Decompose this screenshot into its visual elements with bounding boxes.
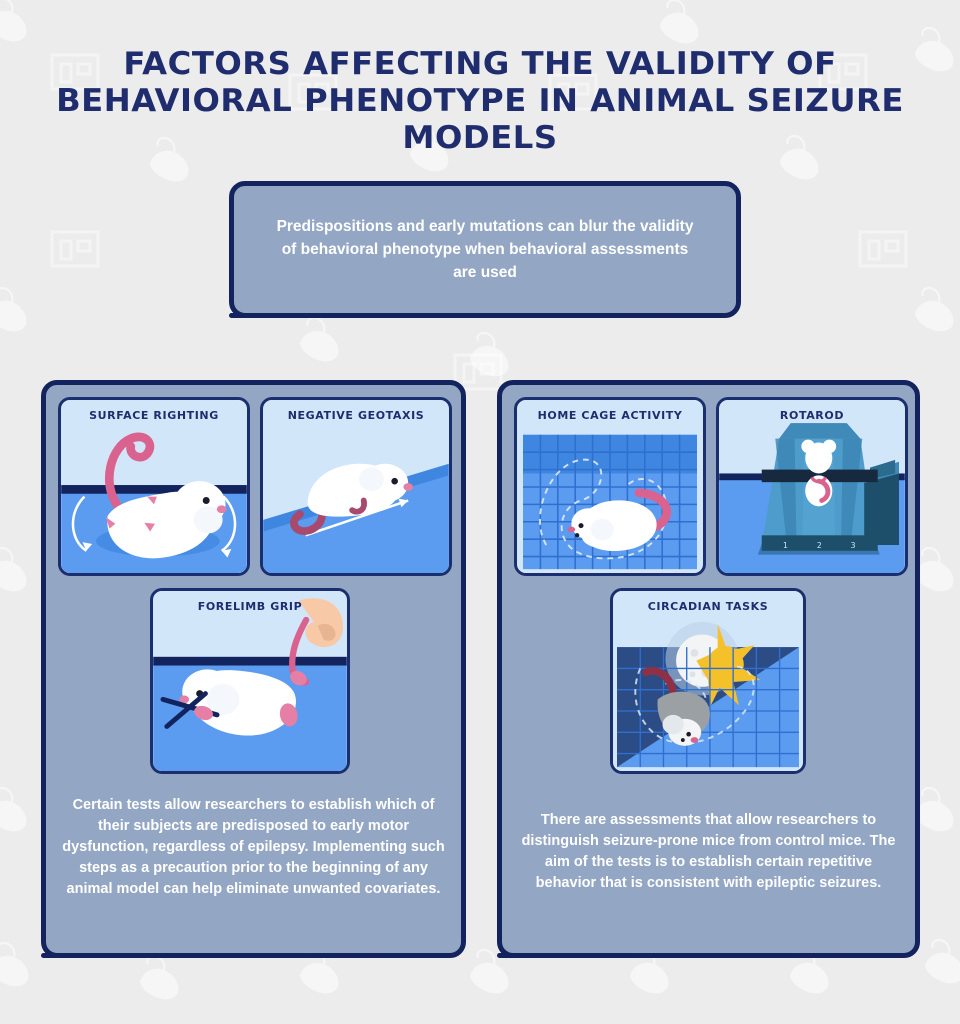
panel-seizure-tests: Home Cage Activity [497,380,920,958]
card-title-negative-geotaxis: Negative Geotaxis [287,409,425,422]
intro-dash-1 [229,313,609,318]
card-title-rotarod: Rotarod [779,409,845,422]
panel-seizure-tests-body: There are assessments that allow researc… [521,812,896,891]
card-title-circadian-tasks: Circadian Tasks [647,600,769,613]
card-title-home-cage-activity: Home Cage Activity [537,409,683,422]
card-circadian-tasks[interactable]: Circadian Tasks [610,588,806,774]
panel-right-dash-1 [497,953,785,958]
rotarod-lane-3: 3 [851,541,856,550]
card-title-surface-righting: Surface Righting [89,409,219,422]
circadian-tasks-illustration [613,591,803,771]
panel-left-dash-3 [378,953,432,958]
rotarod-illustration: 1 2 3 [719,400,905,573]
intro-dash-2 [626,313,648,318]
intro-callout-text: Predispositions and early mutations can … [276,218,694,281]
intro-callout: Predispositions and early mutations can … [229,181,741,318]
rotarod-lane-1: 1 [783,541,788,550]
negative-geotaxis-illustration [263,400,449,573]
page-title-line-2: Behavioral Phenotype in Animal Seizure M… [56,83,904,156]
panel-motor-tests-body: Certain tests allow researchers to estab… [62,797,445,897]
panel-left-dash-1 [41,953,331,958]
rotarod-lane-2: 2 [817,541,822,550]
page-title-line-1: Factors Affecting the Validity of [123,46,837,82]
panel-left-dash-2 [346,953,366,958]
intro-dash-3 [662,313,722,318]
home-cage-activity-illustration [517,400,703,573]
panel-right-dash-2 [800,953,820,958]
forelimb-grip-illustration [153,591,347,771]
card-surface-righting[interactable]: Surface Righting [58,397,250,576]
card-negative-geotaxis[interactable]: Negative Geotaxis [260,397,452,576]
card-forelimb-grip[interactable]: Forelimb Grip [150,588,350,774]
panel-right-dash-3 [832,953,886,958]
surface-righting-illustration [61,400,247,573]
panel-motor-tests: Surface Righting Negative Geotaxis [41,380,466,958]
card-rotarod[interactable]: 1 2 3 Rotarod [716,397,908,576]
card-title-forelimb-grip: Forelimb Grip [197,600,303,613]
card-home-cage-activity[interactable]: Home Cage Activity [514,397,706,576]
page-title: Factors Affecting the Validity of Behavi… [0,46,960,157]
